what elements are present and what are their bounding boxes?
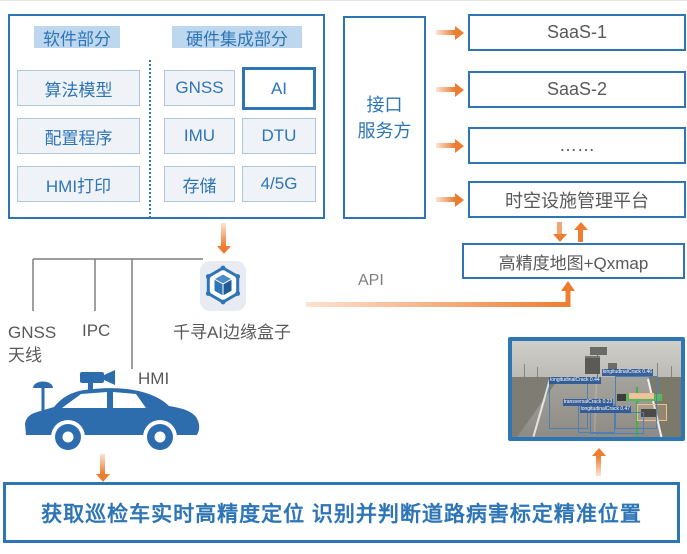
arrow-up-icon xyxy=(573,222,588,242)
truck xyxy=(608,363,617,374)
patrol-car-icon xyxy=(20,367,205,472)
service-box-saas-2: SaaS-2 xyxy=(468,71,686,108)
map-box: 高精度地图+Qxmap xyxy=(462,243,685,279)
hardware-item-storage: 存储 xyxy=(164,166,235,202)
gnss-antenna-icon xyxy=(41,388,45,412)
detection-box xyxy=(589,412,644,435)
arrow-down-icon xyxy=(552,222,567,242)
device-panel: 软件部分 硬件集成部分 算法模型 配置程序 HMI打印 GNSS AI IMU … xyxy=(8,14,325,219)
hardware-item-dtu: DTU xyxy=(242,118,316,154)
hardware-item-ai: AI xyxy=(242,67,316,110)
edge-box-icon xyxy=(200,259,246,313)
software-item-algorithm-model: 算法模型 xyxy=(17,70,140,106)
hardware-header: 硬件集成部分 xyxy=(172,26,302,49)
arrow-right-icon xyxy=(436,138,464,153)
detection-label: longitudinalCrack 0.44 xyxy=(549,377,601,385)
software-header: 软件部分 xyxy=(34,26,120,49)
service-box-more: …… xyxy=(468,127,686,164)
detection-box-tan xyxy=(637,404,668,421)
hardware-item-imu: IMU xyxy=(164,118,235,154)
interface-provider-box: 接口 服务方 xyxy=(343,16,426,219)
service-box-platform: 时空设施管理平台 xyxy=(468,181,686,218)
arrow-right-icon xyxy=(436,25,464,40)
result-banner: 获取巡检车实时高精度定位 识别并判断道路病害标定精准位置 xyxy=(3,482,680,543)
arrow-right-icon xyxy=(436,192,464,207)
detection-label: longitudinalCrack 0.47 xyxy=(579,406,632,414)
truck xyxy=(584,356,600,374)
software-item-config-program: 配置程序 xyxy=(17,118,140,154)
hmi-label: HMI xyxy=(138,369,170,388)
arrow-right-icon xyxy=(436,82,464,97)
interface-provider-line1: 接口 xyxy=(366,94,403,115)
service-box-saas-1: SaaS-1 xyxy=(468,14,686,51)
gnss-antenna-label: GNSS 天线 xyxy=(8,323,57,365)
hardware-item-45g: 4/5G xyxy=(242,166,316,202)
connector-lines xyxy=(28,257,208,378)
software-item-hmi-print: HMI打印 xyxy=(17,166,140,202)
detection-label: longitudinalCrack 0.46 xyxy=(601,369,654,377)
camera-icon xyxy=(80,372,104,383)
road-sign xyxy=(589,346,607,356)
edge-box-label: 千寻AI边缘盒子 xyxy=(172,323,292,342)
detection-photo: longitudinalCrack 0.44 longitudinalCrack… xyxy=(508,337,685,441)
arrow-down-icon xyxy=(95,454,110,482)
detection-box-tan xyxy=(628,392,654,400)
arrow-up-icon xyxy=(591,448,606,476)
ipc-label: IPC xyxy=(82,321,111,340)
arrow-down-icon xyxy=(216,223,231,254)
panel-divider xyxy=(149,60,151,218)
detection-label: transversalCrack 0.23 xyxy=(562,398,614,406)
api-label: API xyxy=(358,272,384,289)
interface-provider-line2: 服务方 xyxy=(357,120,412,141)
hardware-item-gnss: GNSS xyxy=(164,70,235,106)
api-arrow-icon xyxy=(306,280,582,314)
